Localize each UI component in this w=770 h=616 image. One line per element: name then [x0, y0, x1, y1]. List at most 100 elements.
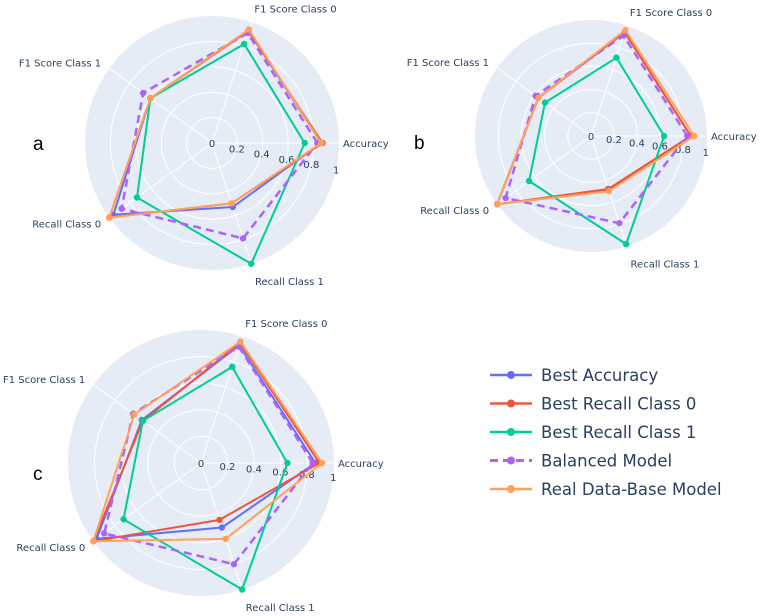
legend-label: Balanced Model	[541, 452, 672, 471]
data-point-real-data-base-model	[605, 187, 613, 195]
data-point-balanced-model	[309, 459, 316, 467]
data-point-real-data-base-model	[90, 537, 97, 545]
panel-label: b	[414, 133, 425, 154]
data-point-real-data-base-model	[222, 535, 229, 543]
series-line-balanced-model	[120, 31, 319, 240]
data-point-real-data-base-model	[318, 459, 326, 467]
data-point-real-data-base-model	[237, 338, 244, 345]
angular-gridline	[108, 67, 213, 144]
data-point-best-recall-class-1	[284, 459, 291, 467]
axis-label-recall-class-0: Recall Class 0	[16, 543, 85, 554]
angular-gridline	[590, 25, 628, 137]
legend-item-balanced-model[interactable]: Balanced Model	[490, 452, 672, 471]
series-line-balanced-model	[504, 34, 689, 225]
data-point-balanced-model	[616, 219, 623, 227]
data-point-best-recall-class-1	[248, 260, 255, 267]
axis-label-f1-score-class-1: F1 Score Class 1	[407, 58, 489, 69]
data-point-real-data-base-model	[131, 411, 138, 418]
radial-tick-label: 0	[209, 139, 215, 150]
angular-gridline	[200, 336, 243, 464]
series-line-real-data-base-model	[496, 29, 696, 206]
series-line-real-data-base-model	[108, 28, 323, 219]
data-point-real-data-base-model	[318, 139, 325, 147]
radial-tick-label: 0	[588, 132, 594, 143]
axis-label-recall-class-1: Recall Class 1	[246, 603, 315, 614]
legend-marker	[507, 485, 515, 493]
axis-label-accuracy: Accuracy	[343, 139, 389, 150]
angular-gridline	[93, 384, 202, 464]
legend-label: Best Recall Class 0	[541, 395, 696, 414]
angular-gridline	[93, 462, 202, 542]
data-point-balanced-model	[100, 530, 108, 537]
data-point-balanced-model	[230, 560, 238, 568]
data-point-best-accuracy	[218, 524, 226, 531]
legend-marker	[507, 428, 515, 436]
radial-tick-label: 0.4	[254, 150, 270, 161]
axis-label-f1-score-class-1: F1 Score Class 1	[3, 375, 85, 386]
legend-label: Best Accuracy	[541, 366, 658, 385]
radial-tick-label: 0	[198, 459, 204, 470]
radial-tick-label: 0.4	[629, 138, 645, 149]
data-point-best-recall-class-1	[238, 586, 246, 593]
data-point-best-recall-class-1	[133, 194, 141, 201]
radial-tick-label: 0.8	[303, 160, 319, 171]
legend-label: Best Recall Class 1	[541, 423, 696, 442]
series-line-balanced-model	[102, 345, 314, 566]
data-point-best-recall-class-1	[525, 177, 533, 185]
axis-label-f1-score-class-0: F1 Score Class 0	[254, 5, 336, 16]
data-point-real-data-base-model	[147, 95, 154, 102]
data-point-best-recall-class-1	[541, 99, 549, 106]
legend-item-best-accuracy[interactable]: Best Accuracy	[490, 366, 658, 385]
series-line-best-recall-class-1	[136, 43, 306, 265]
axis-label-accuracy: Accuracy	[711, 132, 757, 143]
data-point-best-recall-class-1	[240, 40, 248, 48]
data-point-best-recall-class-1	[622, 240, 630, 248]
axis-label-f1-score-class-1: F1 Score Class 1	[19, 58, 101, 69]
radial-tick-label: 1	[703, 148, 709, 159]
radial-tick-label: 0.2	[229, 144, 245, 155]
data-point-balanced-model	[239, 235, 247, 242]
data-point-best-recall-class-1	[613, 54, 620, 61]
angular-gridline	[496, 135, 592, 205]
data-point-real-data-base-model	[622, 26, 629, 34]
legend-item-real-data-base-model[interactable]: Real Data-Base Model	[490, 480, 722, 499]
data-point-real-data-base-model	[245, 26, 253, 33]
data-point-balanced-model	[502, 194, 509, 202]
panel-label: a	[33, 134, 44, 155]
radial-tick-label: 0.8	[675, 145, 691, 156]
legend-marker	[507, 456, 515, 465]
data-point-real-data-base-model	[493, 200, 501, 208]
data-point-best-recall-class-1	[139, 417, 147, 424]
radial-tick-label: 0.2	[220, 462, 236, 473]
legend-label: Real Data-Base Model	[541, 480, 722, 499]
series-line-real-data-base-model	[92, 340, 323, 543]
data-point-balanced-model	[139, 89, 147, 97]
axis-label-recall-class-0: Recall Class 0	[420, 206, 489, 217]
legend-item-best-recall-class-1[interactable]: Best Recall Class 1	[490, 423, 696, 442]
radial-tick-label: 0.6	[279, 155, 295, 166]
data-point-best-recall-class-1	[660, 132, 668, 140]
radial-tick-label: 0.4	[246, 465, 262, 476]
data-point-balanced-model	[620, 32, 627, 39]
data-point-best-recall-class-1	[301, 139, 308, 147]
radial-tick-label: 0.2	[606, 135, 622, 146]
data-point-best-recall-class-1	[229, 363, 236, 371]
panel-label: c	[33, 464, 43, 485]
data-point-real-data-base-model	[106, 214, 113, 221]
data-point-best-recall-class-0	[216, 516, 223, 524]
axis-label-recall-class-0: Recall Class 0	[32, 220, 101, 231]
radial-tick-label: 1	[330, 473, 336, 484]
data-point-balanced-model	[118, 205, 125, 212]
data-point-real-data-base-model	[535, 94, 542, 102]
radial-tick-label: 0.6	[272, 467, 288, 478]
legend-marker	[507, 399, 515, 408]
series-line-best-recall-class-1	[528, 56, 666, 246]
legend-item-best-recall-class-0[interactable]: Best Recall Class 0	[490, 395, 696, 414]
series-line-best-recall-class-1	[122, 365, 289, 591]
axis-label-recall-class-1: Recall Class 1	[255, 277, 324, 288]
